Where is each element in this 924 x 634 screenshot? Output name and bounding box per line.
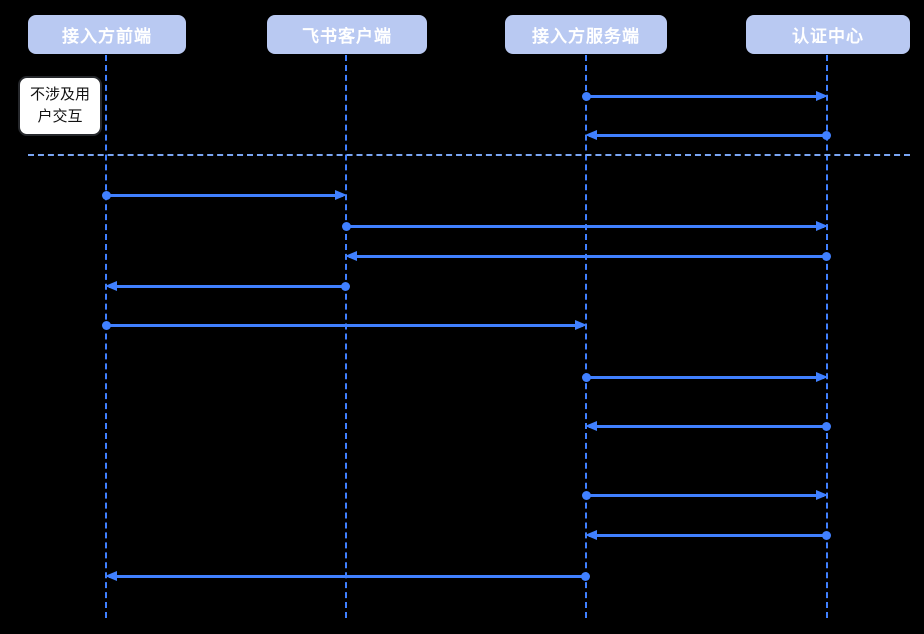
arrowhead-icon: [816, 372, 828, 382]
arrowhead-icon: [816, 91, 828, 101]
actor-box-server: 接入方服务端: [505, 15, 667, 54]
lifeline-feishu-client: [345, 55, 347, 618]
message-arrow-feishu-client-to-frontend: [105, 281, 350, 291]
note-box: 不涉及用 户交互: [18, 76, 102, 136]
note-line-2: 户交互: [37, 108, 83, 125]
source-dot-icon: [822, 131, 831, 140]
actor-box-auth-center: 认证中心: [746, 15, 910, 54]
message-line: [109, 324, 583, 327]
lifeline-auth-center: [826, 55, 828, 618]
source-dot-icon: [102, 321, 111, 330]
arrowhead-icon: [345, 251, 357, 261]
message-arrow-server-to-auth-center: [582, 91, 828, 101]
actor-box-feishu-client: 飞书客户端: [267, 15, 427, 54]
message-arrow-server-to-auth-center: [582, 372, 828, 382]
message-arrow-server-to-frontend: [105, 571, 590, 581]
message-arrow-feishu-client-to-auth-center: [342, 221, 828, 231]
message-line: [109, 285, 343, 288]
message-arrow-server-to-auth-center: [582, 490, 828, 500]
message-arrow-auth-center-to-server: [585, 530, 831, 540]
message-line: [349, 225, 824, 228]
message-line: [349, 255, 824, 258]
source-dot-icon: [822, 252, 831, 261]
message-line: [589, 494, 824, 497]
source-dot-icon: [581, 572, 590, 581]
message-arrow-auth-center-to-server: [585, 130, 831, 140]
source-dot-icon: [341, 282, 350, 291]
lifeline-server: [585, 55, 587, 618]
source-dot-icon: [582, 491, 591, 500]
phase-separator-line: [28, 154, 910, 156]
source-dot-icon: [582, 373, 591, 382]
arrowhead-icon: [105, 281, 117, 291]
message-line: [109, 194, 343, 197]
arrowhead-icon: [585, 530, 597, 540]
message-line: [589, 534, 824, 537]
arrowhead-icon: [816, 490, 828, 500]
arrowhead-icon: [105, 571, 117, 581]
arrowhead-icon: [816, 221, 828, 231]
source-dot-icon: [822, 422, 831, 431]
message-line: [589, 95, 824, 98]
message-arrow-frontend-to-server: [102, 320, 587, 330]
message-line: [589, 134, 824, 137]
message-arrow-frontend-to-feishu-client: [102, 190, 347, 200]
arrowhead-icon: [575, 320, 587, 330]
message-line: [589, 425, 824, 428]
message-arrow-auth-center-to-server: [585, 421, 831, 431]
source-dot-icon: [342, 222, 351, 231]
arrowhead-icon: [585, 130, 597, 140]
message-line: [589, 376, 824, 379]
source-dot-icon: [822, 531, 831, 540]
lifeline-frontend: [105, 55, 107, 618]
message-line: [109, 575, 583, 578]
arrowhead-icon: [585, 421, 597, 431]
source-dot-icon: [582, 92, 591, 101]
source-dot-icon: [102, 191, 111, 200]
note-line-1: 不涉及用: [29, 86, 90, 104]
message-arrow-auth-center-to-feishu-client: [345, 251, 831, 261]
actor-box-frontend: 接入方前端: [28, 15, 186, 54]
arrowhead-icon: [335, 190, 347, 200]
